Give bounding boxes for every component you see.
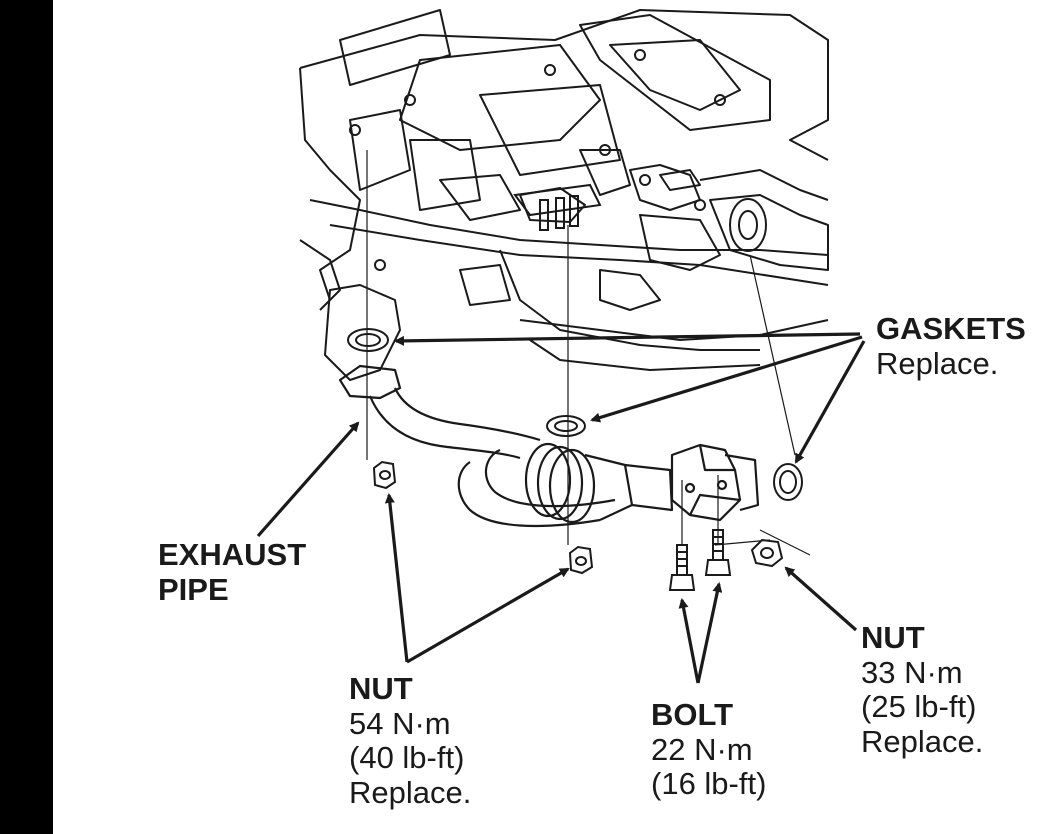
nut-left-torque-lbft: (40 lb-ft) [349, 740, 465, 776]
nut-left-note: Replace. [349, 775, 472, 811]
bolt-title: BOLT [651, 697, 734, 732]
gaskets-title: GASKETS [876, 311, 1026, 346]
nut-right-callout: NUT 33 N·m (25 lb-ft) Replace. [861, 620, 984, 760]
gasket-left [347, 328, 389, 352]
leader-arrows [256, 332, 866, 684]
manifold-studs [513, 183, 602, 231]
nut-right-torque-lbft: (25 lb-ft) [861, 689, 977, 725]
bolt-right [704, 529, 732, 576]
nut-left-torque-nm: 54 N·m [349, 705, 451, 741]
gasket-center [546, 415, 586, 437]
nut-right-title: NUT [861, 620, 925, 655]
gaskets-note: Replace. [876, 345, 999, 381]
nut-left-callout: NUT 54 N·m (40 lb-ft) Replace. [349, 671, 472, 811]
exhaust-pipe [338, 364, 760, 528]
bolt-callout: BOLT 22 N·m (16 lb-ft) [651, 697, 767, 802]
exhaust-pipe-callout: EXHAUST PIPE [158, 537, 307, 607]
bolt-torque-nm: 22 N·m [651, 731, 753, 767]
nut-left-upper [372, 460, 397, 490]
nut-right [750, 538, 784, 568]
nut-right-torque-nm: 33 N·m [861, 654, 963, 690]
nut-left-lower [568, 545, 594, 575]
gasket-right [773, 463, 803, 501]
alignment-lines [366, 150, 811, 556]
vehicle-underbody [299, 9, 829, 381]
bolt-torque-lbft: (16 lb-ft) [651, 766, 767, 802]
exhaust-pipe-label-line1: EXHAUST [158, 537, 307, 572]
gaskets-callout: GASKETS Replace. [876, 311, 1026, 381]
bolt-left [668, 544, 696, 591]
nut-left-title: NUT [349, 671, 413, 706]
left-margin-bar [0, 0, 53, 834]
exhaust-pipe-label-line2: PIPE [158, 571, 229, 607]
nut-right-note: Replace. [861, 724, 984, 760]
